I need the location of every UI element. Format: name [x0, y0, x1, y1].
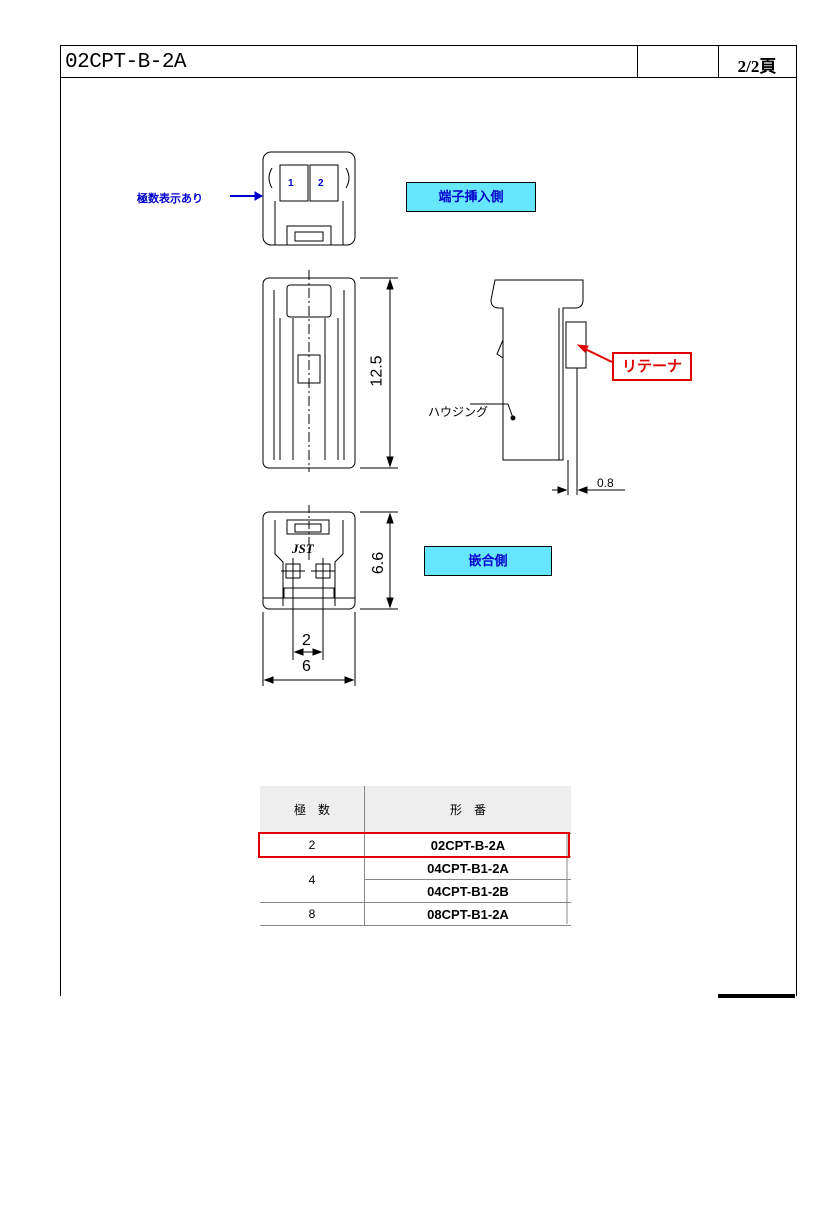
drawing-frame: 02CPT-B-2A 2/2頁	[60, 45, 797, 996]
housing-label: ハウジング	[428, 405, 489, 419]
retainer-offset-dimension: 0.8	[597, 476, 614, 490]
blank-cell	[637, 46, 719, 77]
table-row: 8 08CPT-B1-2A	[260, 902, 571, 926]
side-view	[470, 279, 625, 495]
page-number: 2/2頁	[737, 57, 777, 76]
front-view	[262, 270, 398, 472]
title-block: 02CPT-B-2A 2/2頁	[61, 46, 796, 78]
highlight-box	[258, 832, 570, 858]
position-number-2: 2	[318, 178, 324, 189]
retainer-label: リテーナ	[612, 352, 692, 381]
width-dimension: 6	[302, 658, 311, 675]
height-dimension: 12.5	[368, 355, 386, 387]
position-number-1: 1	[288, 178, 294, 189]
brand-mark: JST	[291, 541, 315, 556]
table-row: 4 04CPT-B1-2A	[260, 856, 571, 903]
depth-dimension: 6.6	[370, 551, 388, 575]
table-row: 04CPT-B1-2B	[260, 879, 571, 903]
polarity-note: 極数表示あり	[137, 193, 203, 205]
header-poles: 極 数	[260, 786, 365, 834]
terminal-side-view	[262, 151, 356, 246]
terminal-side-label: 端子挿入側	[406, 182, 536, 212]
bottom-bar	[718, 994, 795, 998]
mating-side-view	[262, 505, 398, 686]
part-number-title: 02CPT-B-2A	[65, 51, 187, 74]
header-model: 形 番	[364, 786, 571, 834]
mating-side-label: 嵌合側	[424, 546, 552, 576]
model-table: 極 数 形 番 2 02CPT-B-2A 4 04CPT-B1-2A 04CPT…	[260, 786, 571, 926]
pitch-dimension: 2	[302, 632, 311, 649]
